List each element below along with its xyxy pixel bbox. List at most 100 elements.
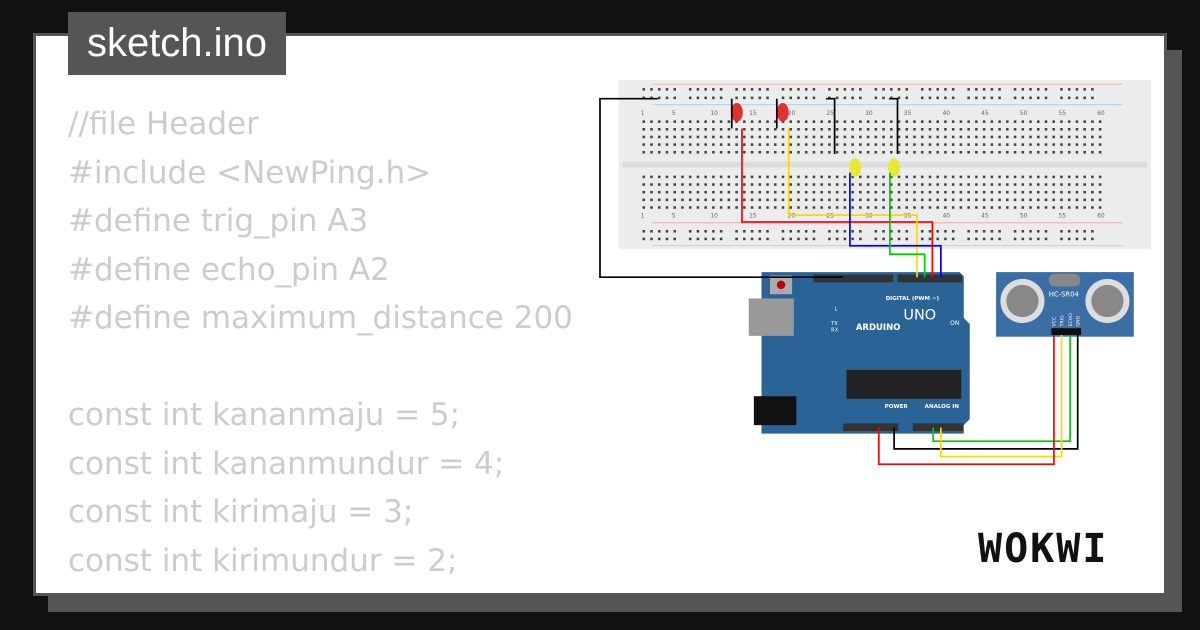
breadboard-hole	[928, 183, 932, 186]
breadboard-hole	[665, 128, 669, 131]
breadboard-hole	[967, 120, 970, 123]
breadboard-hole	[704, 143, 707, 146]
yellow-led-1[interactable]	[849, 158, 861, 177]
breadboard-hole	[773, 183, 777, 186]
breadboard-hole	[944, 206, 947, 209]
breadboard-hole	[1067, 88, 1071, 91]
breadboard-hole	[657, 150, 661, 154]
breadboard-hole	[936, 120, 939, 123]
breadboard-hole	[804, 230, 808, 233]
breadboard-hole	[1029, 230, 1032, 233]
column-label: 45	[981, 213, 989, 220]
breadboard-hole	[835, 143, 839, 146]
breadboard-hole	[727, 175, 731, 179]
breadboard-hole	[719, 198, 723, 202]
breadboard-hole	[1067, 96, 1071, 100]
breadboard-hole	[944, 198, 947, 202]
breadboard-hole	[1083, 120, 1086, 123]
breadboard-hole	[712, 183, 715, 186]
yellow-led-2[interactable]	[888, 158, 901, 177]
breadboard-hole	[812, 230, 816, 233]
breadboard-hole	[905, 198, 909, 202]
breadboard-hole	[959, 135, 963, 139]
breadboard-hole	[750, 128, 754, 131]
breadboard-hole	[1013, 175, 1017, 179]
column-label: 45	[981, 110, 989, 117]
breadboard-hole	[851, 206, 854, 209]
breadboard-hole	[704, 120, 707, 123]
breadboard-hole	[905, 237, 909, 241]
breadboard-hole	[781, 198, 785, 202]
breadboard-hole	[804, 128, 808, 131]
breadboard-hole	[882, 206, 885, 209]
breadboard-hole	[897, 143, 901, 146]
red-led-1[interactable]	[730, 102, 743, 122]
hc-sr04-sensor[interactable]: HC-SR04 VCC TRIG ECHO GND	[996, 272, 1134, 337]
breadboard-hole	[773, 120, 777, 123]
breadboard-hole	[812, 120, 816, 123]
breadboard-hole	[704, 96, 707, 100]
breadboard-hole	[1006, 175, 1009, 179]
breadboard-hole	[735, 206, 738, 209]
breadboard-hole	[851, 175, 854, 179]
breadboard-hole	[998, 198, 1001, 202]
breadboard-hole	[696, 190, 700, 194]
breadboard-hole	[843, 150, 847, 154]
breadboard-hole	[951, 128, 955, 131]
breadboard-hole	[967, 143, 970, 146]
breadboard-hole	[665, 150, 669, 154]
breadboard-hole	[959, 190, 963, 194]
breadboard-hole	[773, 143, 777, 146]
breadboard-hole	[1075, 230, 1079, 233]
breadboard-hole	[712, 135, 715, 139]
breadboard-hole	[1098, 190, 1102, 194]
breadboard-hole	[1044, 230, 1048, 233]
breadboard-hole	[696, 183, 700, 186]
breadboard-hole	[735, 230, 738, 233]
breadboard-hole	[1098, 128, 1102, 131]
breadboard-hole	[1013, 135, 1017, 139]
breadboard-hole	[704, 198, 707, 202]
red-led-2[interactable]	[776, 102, 789, 122]
breadboard-hole	[982, 150, 986, 154]
breadboard-hole	[820, 143, 823, 146]
breadboard-hole	[905, 96, 909, 100]
breadboard-hole	[719, 237, 723, 241]
breadboard-hole	[735, 190, 738, 194]
breadboard-hole	[712, 96, 715, 100]
breadboard-hole	[843, 143, 847, 146]
breadboard-hole	[890, 120, 893, 123]
breadboard-hole	[758, 190, 762, 194]
breadboard-hole	[1013, 143, 1017, 146]
breadboard-hole	[1083, 175, 1086, 179]
breadboard-hole	[665, 237, 669, 241]
breadboard-hole	[975, 175, 978, 179]
breadboard-hole	[781, 120, 785, 123]
breadboard-hole	[982, 135, 986, 139]
breadboard-hole	[1060, 150, 1063, 154]
breadboard-hole	[1029, 198, 1032, 202]
breadboard-hole	[1067, 237, 1071, 241]
breadboard-hole	[951, 190, 955, 194]
breadboard-hole	[944, 88, 947, 91]
breadboard-hole	[828, 150, 831, 154]
breadboard-hole	[982, 120, 986, 123]
arduino-uno[interactable]: ARDUINO UNO DIGITAL (PWM ~) POWER ANALOG…	[748, 272, 970, 434]
breadboard-hole	[820, 175, 823, 179]
breadboard-hole	[998, 237, 1001, 241]
breadboard-hole	[851, 143, 854, 146]
breadboard-hole	[882, 135, 885, 139]
breadboard-hole	[820, 183, 823, 186]
breadboard-hole	[1075, 198, 1079, 202]
breadboard-hole	[828, 237, 831, 241]
breadboard-hole	[1013, 120, 1017, 123]
breadboard-hole	[897, 183, 901, 186]
breadboard-hole	[928, 88, 932, 91]
breadboard-hole	[642, 237, 646, 241]
breadboard-hole	[905, 143, 909, 146]
breadboard-hole	[1091, 230, 1094, 233]
breadboard-hole	[789, 135, 793, 139]
breadboard-hole	[797, 128, 800, 131]
breadboard-hole	[766, 175, 769, 179]
column-label: 60	[1097, 213, 1105, 220]
